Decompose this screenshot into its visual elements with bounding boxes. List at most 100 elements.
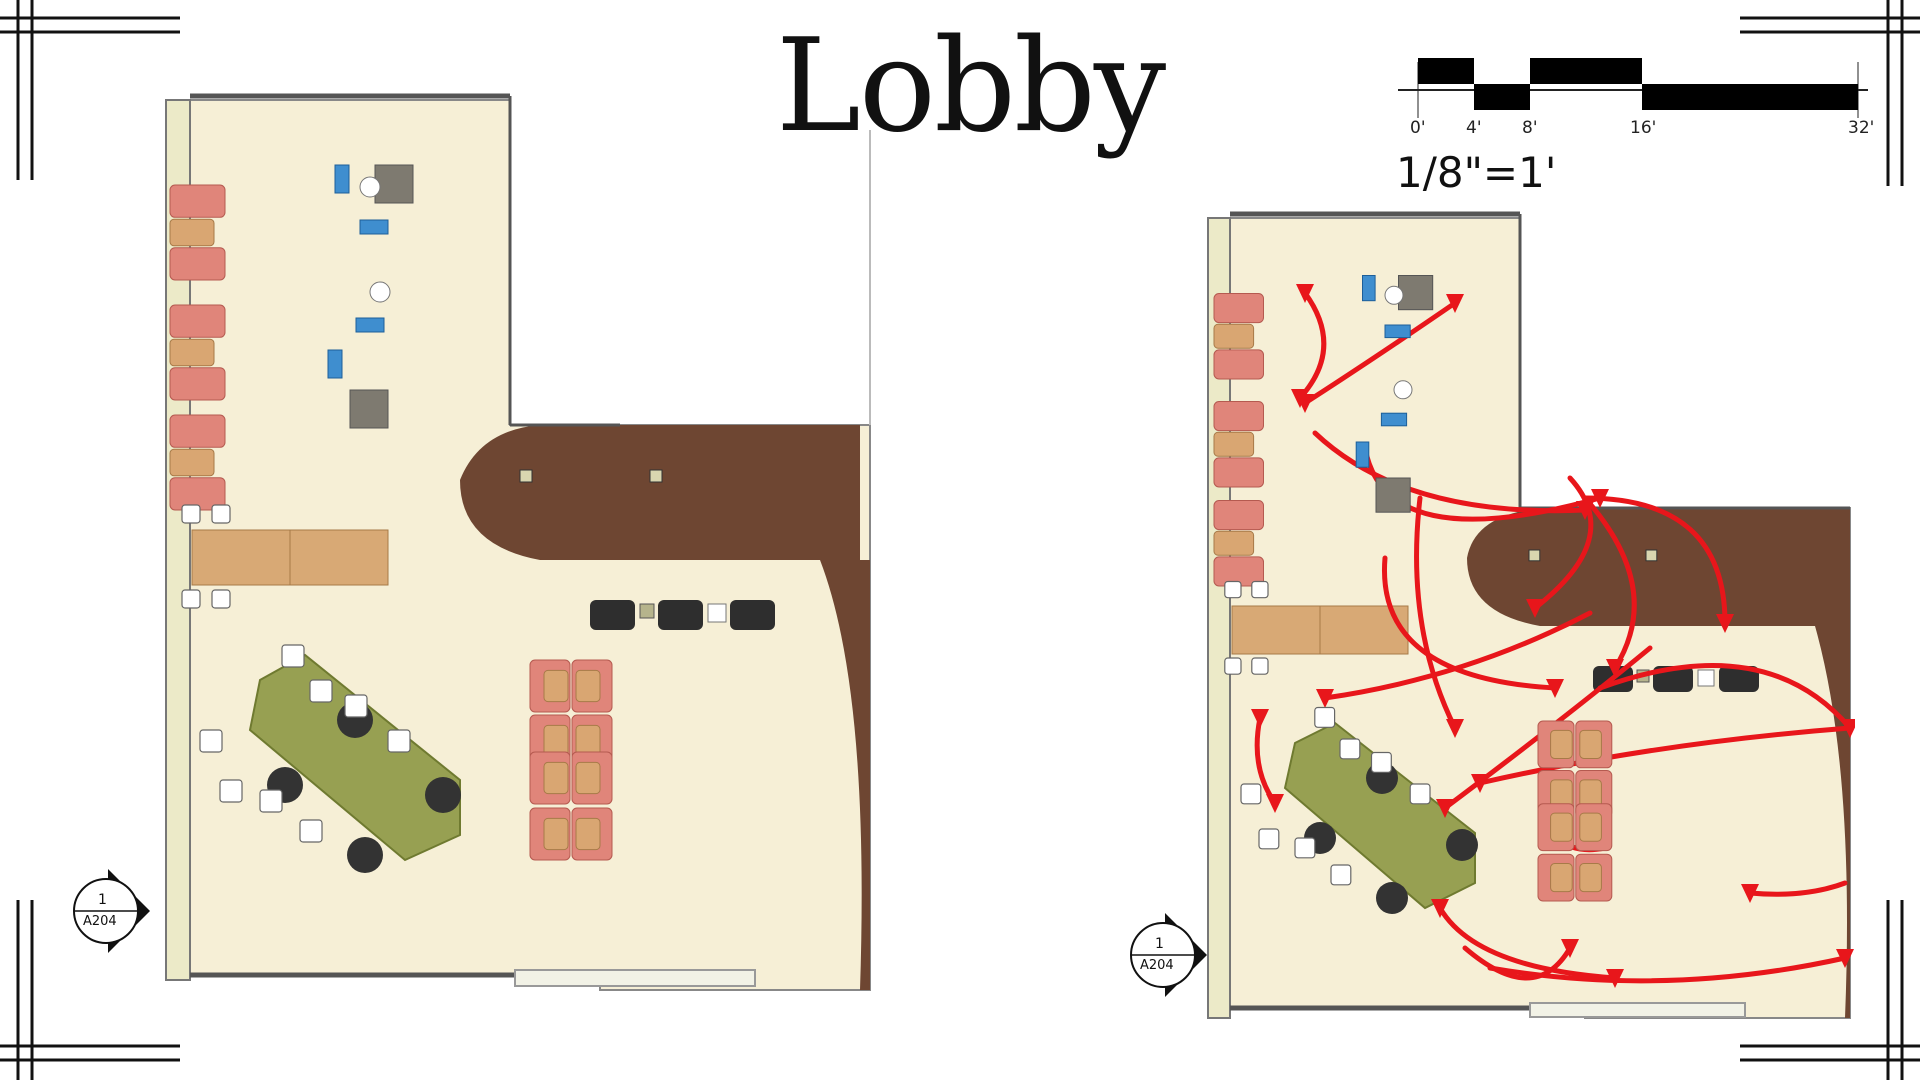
side-table — [374, 164, 414, 204]
section-marker-left-sheet: A204 — [83, 914, 117, 929]
side-bench — [355, 317, 385, 333]
wall-art — [1528, 549, 1541, 562]
side-table — [1375, 477, 1411, 513]
plan-furniture — [169, 164, 663, 861]
circulation-arrow-path — [1362, 445, 1603, 522]
chair — [1330, 864, 1352, 886]
chair — [1224, 657, 1242, 675]
floor-plan-right — [1207, 211, 1855, 1019]
arrowhead — [1576, 501, 1594, 520]
corner-frame-bottom-left — [0, 900, 180, 1080]
circulation-arrows — [1251, 284, 1855, 988]
chair — [1314, 706, 1336, 728]
side-bench — [1384, 324, 1411, 339]
circulation-arrow-path — [1532, 475, 1594, 611]
scale-tick-0: 0' — [1410, 118, 1426, 138]
arrowhead — [1316, 689, 1334, 708]
circulation-arrow-path — [1747, 880, 1848, 897]
circulation-arrow-path — [1437, 905, 1618, 981]
chair — [199, 729, 223, 753]
chair — [1224, 580, 1242, 599]
plan-left-counter — [191, 529, 389, 586]
sofa-section — [169, 247, 226, 281]
wall-art — [1645, 549, 1658, 562]
sofa-cushion — [169, 338, 215, 367]
circulation-arrow-path — [1414, 495, 1458, 731]
side-bench — [334, 164, 350, 194]
circulation-arrow-path — [1381, 555, 1558, 691]
floor-plan-left — [165, 93, 871, 991]
round-stool — [369, 281, 391, 303]
arrowhead — [1716, 614, 1734, 633]
sofa-cushion — [169, 448, 215, 477]
side-bench — [359, 219, 389, 235]
chair — [211, 589, 231, 609]
wall-art — [519, 469, 533, 483]
arrowhead — [1296, 394, 1314, 413]
sofa-section — [1213, 500, 1264, 531]
sofa-cushion — [1213, 323, 1255, 349]
round-stool — [359, 176, 381, 198]
arrowhead — [1606, 659, 1624, 678]
chair — [1251, 657, 1269, 675]
arrowhead — [1446, 719, 1464, 738]
side-table — [1398, 275, 1434, 311]
scale-label: 1/8"=1' — [1396, 148, 1557, 197]
chair — [219, 779, 243, 803]
lounge-chair-cushion — [575, 817, 601, 851]
arrowhead — [1431, 899, 1449, 918]
scale-tick-8: 8' — [1522, 118, 1538, 138]
arrowhead — [1436, 799, 1454, 818]
plan-left-wood-band — [460, 425, 870, 990]
sofa-section — [1213, 293, 1264, 324]
lounge-chair-cushion — [1579, 863, 1602, 893]
chair — [211, 504, 231, 524]
corner-frame-top-right — [1740, 0, 1920, 186]
lounge-chair-cushion — [1550, 729, 1573, 759]
round-stool — [1393, 380, 1413, 400]
round-stool — [1384, 285, 1404, 305]
circulation-arrow-path — [1462, 945, 1573, 981]
plan-left-bench — [590, 600, 775, 630]
chair — [181, 504, 201, 524]
chair — [259, 789, 283, 813]
arrowhead — [1446, 294, 1464, 313]
lounge-chair-cushion — [1579, 729, 1602, 759]
circulation-arrow-path — [1582, 495, 1728, 626]
scale-bar — [1398, 58, 1868, 118]
lounge-chair-cushion — [1550, 812, 1573, 842]
lounge-chair-cushion — [543, 761, 569, 795]
section-marker-right — [1130, 913, 1207, 997]
arrowhead — [1836, 949, 1854, 968]
plan-left-walls — [165, 93, 871, 987]
plan-right-wood-band — [1467, 508, 1850, 1018]
arrowhead — [1526, 599, 1544, 618]
sofa-cushion — [1213, 530, 1255, 556]
sofa-cushion — [1213, 431, 1255, 457]
arrowhead — [1741, 884, 1759, 903]
arrowhead — [1561, 939, 1579, 958]
chair — [1370, 751, 1392, 773]
arrowhead — [1546, 679, 1564, 698]
sofa-section — [169, 304, 226, 338]
page-title: Lobby — [775, 12, 1166, 161]
sofa-section — [169, 367, 226, 401]
section-marker-left-number: 1 — [98, 892, 107, 908]
chair — [344, 694, 368, 718]
arrowhead — [1841, 719, 1855, 738]
corner-frame-top-left — [0, 0, 180, 180]
lounge-chair-cushion — [543, 817, 569, 851]
sofa-section — [169, 414, 226, 448]
circulation-arrow-path — [1582, 495, 1637, 671]
scale-tick-32: 32' — [1848, 118, 1875, 138]
circulation-arrow-path — [1297, 290, 1327, 401]
lounge-chair-cushion — [575, 761, 601, 795]
scale-tick-16: 16' — [1630, 118, 1657, 138]
side-bench — [1355, 441, 1370, 468]
arrowhead — [1471, 774, 1489, 793]
arrowhead — [1266, 794, 1284, 813]
side-bench — [1362, 275, 1376, 302]
sofa-section — [169, 184, 226, 218]
chair — [299, 819, 323, 843]
plan-furniture — [1213, 275, 1658, 902]
